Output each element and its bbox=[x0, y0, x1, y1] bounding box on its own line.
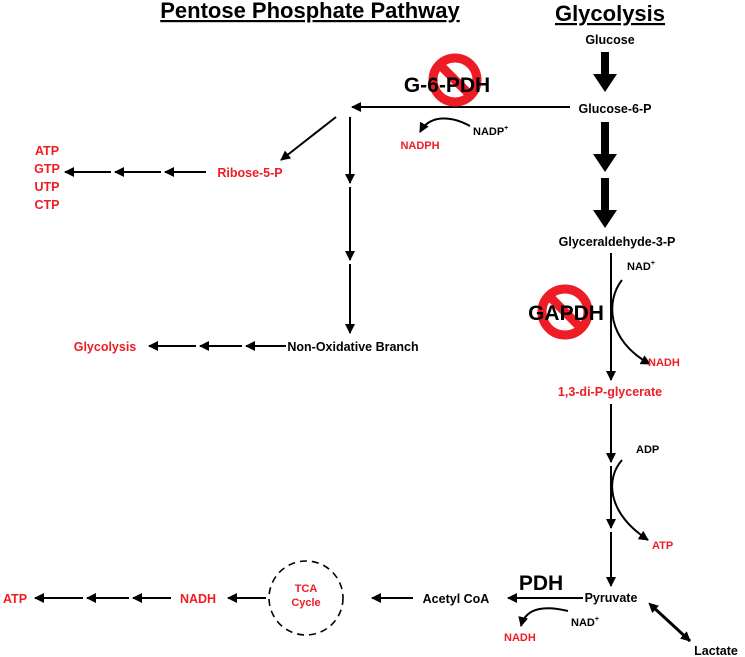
ntp-gtp: GTP bbox=[34, 162, 60, 176]
adp-label: ADP bbox=[636, 444, 659, 456]
nadh-gapdh-label: NADH bbox=[648, 357, 680, 369]
glycolysis-heading: Glycolysis bbox=[555, 1, 665, 26]
nad-plus-pdh-label: NAD+ bbox=[571, 616, 599, 629]
nad-plus-gapdh-label: NAD+ bbox=[627, 260, 655, 273]
ntp-atp: ATP bbox=[35, 144, 59, 158]
glycolysis-out-label: Glycolysis bbox=[74, 340, 137, 354]
curve-nad-to-nadh bbox=[611, 279, 651, 365]
curve-nadp-to-nadph bbox=[419, 117, 471, 133]
glucose-6-p-label: Glucose-6-P bbox=[579, 102, 652, 116]
lactate-label: Lactate bbox=[694, 644, 738, 657]
nonox-branch-label: Non-Oxidative Branch bbox=[287, 340, 418, 354]
atp-tca-label: ATP bbox=[3, 592, 27, 606]
tca-label-line1: TCA bbox=[295, 583, 318, 595]
nadh-pdh-label: NADH bbox=[504, 632, 536, 644]
tca-cycle-circle bbox=[268, 560, 344, 636]
pdh-enzyme-label: PDH bbox=[519, 572, 563, 595]
ribose-5-p-label: Ribose-5-P bbox=[217, 166, 282, 180]
glyceraldehyde-3-p-label: Glyceraldehyde-3-P bbox=[559, 235, 676, 249]
arrow-pyruvate-lactate bbox=[648, 602, 692, 643]
gapdh-enzyme-label: GAPDH bbox=[528, 302, 604, 325]
no-entry-sign-icon bbox=[428, 53, 482, 107]
ntp-ctp: CTP bbox=[35, 198, 60, 212]
thick-arrow-g6p-1 bbox=[593, 122, 617, 172]
pyruvate-label: Pyruvate bbox=[585, 591, 638, 605]
curve-adp-to-atp bbox=[611, 459, 649, 541]
nadph-label: NADPH bbox=[400, 140, 439, 152]
arrow-to-ribose bbox=[280, 116, 337, 161]
ntp-utp: UTP bbox=[35, 180, 60, 194]
no-entry-sign-icon bbox=[537, 284, 593, 340]
glucose-label: Glucose bbox=[585, 33, 634, 47]
g6pdh-enzyme-label: G-6-PDH bbox=[404, 74, 490, 97]
tca-label-line2: Cycle bbox=[291, 597, 320, 609]
thick-arrow-g6p-2 bbox=[593, 178, 617, 228]
curve-nad-to-nadh-pdh bbox=[518, 607, 569, 627]
nadh-tca-label: NADH bbox=[180, 592, 216, 606]
acetyl-coa-label: Acetyl CoA bbox=[423, 592, 490, 606]
ppp-heading: Pentose Phosphate Pathway bbox=[160, 0, 460, 23]
nadp-plus-label: NADP+ bbox=[473, 125, 508, 138]
atp-glycolysis-label: ATP bbox=[652, 540, 673, 552]
thick-arrow-glucose bbox=[593, 52, 617, 92]
bpg-label: 1,3-di-P-glycerate bbox=[558, 385, 662, 399]
